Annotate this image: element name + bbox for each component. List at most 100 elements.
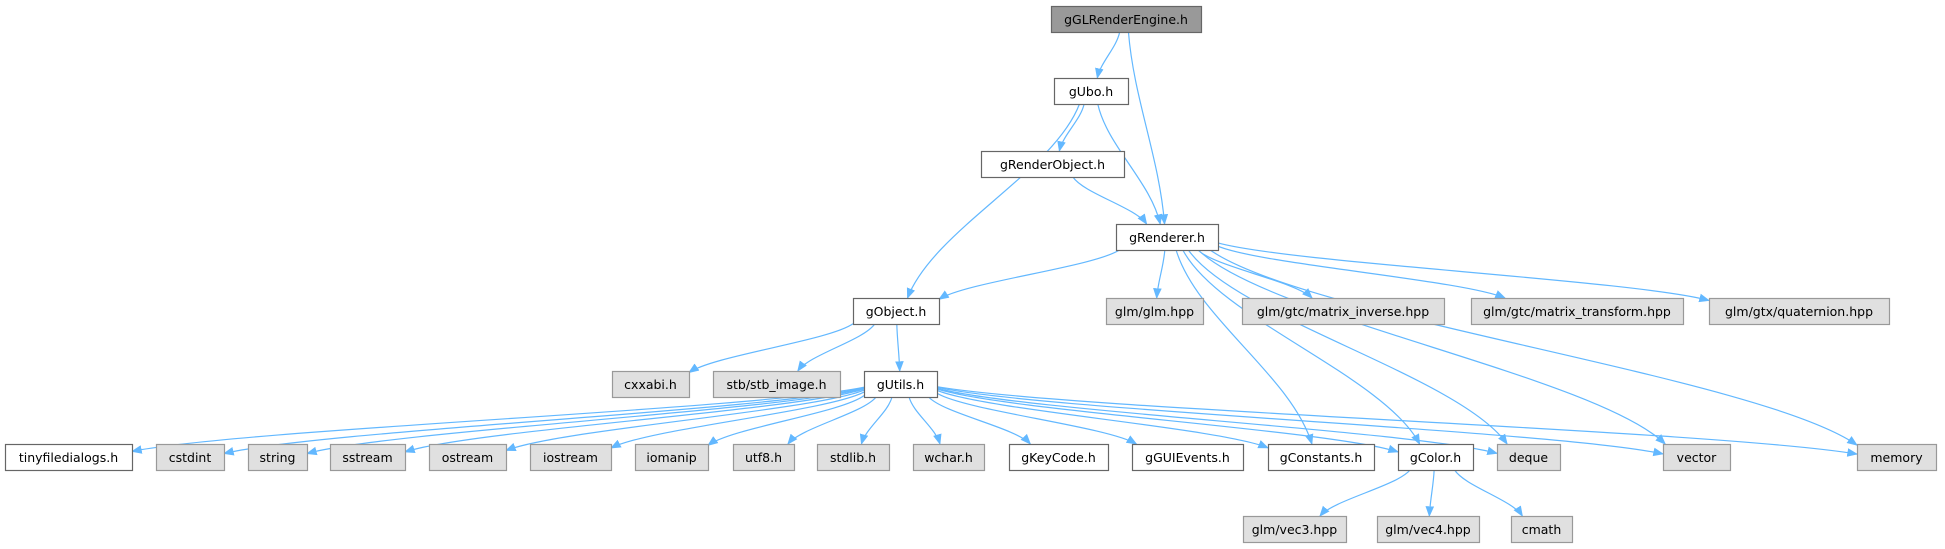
node-label: utf8.h bbox=[745, 450, 782, 465]
edge-gutils-to-gguievents bbox=[936, 392, 1138, 445]
node-box bbox=[1510, 515, 1574, 544]
node-box bbox=[634, 443, 710, 472]
edge-grenderer-to-quaternion bbox=[1217, 242, 1711, 303]
edge-grenderobject-to-grenderer bbox=[1072, 176, 1148, 225]
edge-gutils-to-ostream bbox=[504, 389, 865, 452]
edge-grenderer-to-deque bbox=[1187, 249, 1508, 445]
node-memory[interactable]: memory bbox=[1856, 443, 1938, 472]
node-vec4[interactable]: glm/vec4.hpp bbox=[1376, 515, 1481, 544]
node-box bbox=[1267, 443, 1376, 472]
node-box bbox=[1050, 5, 1203, 34]
node-label: glm/vec3.hpp bbox=[1252, 522, 1338, 537]
node-label: glm/gtc/matrix_inverse.hpp bbox=[1257, 304, 1429, 319]
node-box bbox=[1496, 443, 1562, 472]
node-iomanip[interactable]: iomanip bbox=[634, 443, 710, 472]
node-sstream[interactable]: sstream bbox=[329, 443, 407, 472]
node-deque[interactable]: deque bbox=[1496, 443, 1562, 472]
edges-layer bbox=[130, 31, 1859, 518]
node-iostream[interactable]: iostream bbox=[529, 443, 613, 472]
node-label: gUbo.h bbox=[1069, 84, 1113, 99]
node-box bbox=[247, 443, 309, 472]
node-box bbox=[529, 443, 613, 472]
node-gcolor[interactable]: gColor.h bbox=[1397, 443, 1475, 472]
node-label: gUtils.h bbox=[877, 377, 924, 392]
node-label: wchar.h bbox=[924, 450, 973, 465]
node-label: gColor.h bbox=[1410, 450, 1461, 465]
node-label: gRenderer.h bbox=[1129, 230, 1205, 245]
node-box bbox=[1242, 515, 1348, 544]
node-inverse[interactable]: glm/gtc/matrix_inverse.hpp bbox=[1241, 297, 1446, 326]
node-label: glm/gtx/quaternion.hpp bbox=[1725, 304, 1873, 319]
edge-grenderer-to-memory bbox=[1209, 249, 1858, 446]
node-box bbox=[1008, 443, 1110, 472]
node-label: iostream bbox=[543, 450, 598, 465]
node-label: ostream bbox=[442, 450, 493, 465]
edge-grenderer-to-gobject bbox=[938, 249, 1120, 300]
node-label: stb/stb_image.h bbox=[727, 377, 827, 392]
node-box bbox=[712, 370, 842, 399]
edge-gobject-to-stb bbox=[797, 323, 876, 372]
node-gguievents[interactable]: gGUIEvents.h bbox=[1131, 443, 1245, 472]
node-gutils[interactable]: gUtils.h bbox=[863, 370, 939, 399]
nodes-layer: gGLRenderEngine.h gUbo.h gRenderObject.h gR… bbox=[4, 5, 1938, 544]
node-box bbox=[1131, 443, 1245, 472]
node-gubo[interactable]: gUbo.h bbox=[1053, 77, 1130, 106]
edge-gutils-to-gconstants bbox=[936, 389, 1270, 449]
edge-grenderer-to-inverse bbox=[1197, 249, 1313, 299]
node-label: gRenderObject.h bbox=[1000, 157, 1105, 172]
node-label: tinyfiledialogs.h bbox=[19, 450, 118, 465]
node-box bbox=[329, 443, 407, 472]
edge-gglrenderengine-to-grenderer bbox=[1127, 31, 1169, 226]
node-label: cxxabi.h bbox=[624, 377, 677, 392]
node-grenderobject[interactable]: gRenderObject.h bbox=[980, 150, 1126, 179]
node-string[interactable]: string bbox=[247, 443, 309, 472]
node-label: glm/vec4.hpp bbox=[1385, 522, 1471, 537]
node-label: gGLRenderEngine.h bbox=[1064, 12, 1188, 27]
node-cstdint[interactable]: cstdint bbox=[155, 443, 226, 472]
node-box bbox=[1708, 297, 1891, 326]
edge-gcolor-to-vec3 bbox=[1319, 469, 1411, 517]
node-cxxabi[interactable]: cxxabi.h bbox=[611, 370, 691, 399]
node-gobject[interactable]: gObject.h bbox=[852, 297, 941, 326]
node-transform[interactable]: glm/gtc/matrix_transform.hpp bbox=[1470, 297, 1685, 326]
node-gconstants[interactable]: gConstants.h bbox=[1267, 443, 1376, 472]
node-box bbox=[1397, 443, 1475, 472]
node-stb[interactable]: stb/stb_image.h bbox=[712, 370, 842, 399]
edge-gobject-to-cxxabi bbox=[688, 323, 854, 374]
node-box bbox=[732, 443, 796, 472]
edge-gutils-to-wchar bbox=[908, 396, 942, 446]
edge-gcolor-to-vec4 bbox=[1425, 469, 1435, 518]
edge-gutils-to-vector bbox=[936, 386, 1665, 457]
node-label: glm/gtc/matrix_transform.hpp bbox=[1483, 304, 1671, 319]
node-box bbox=[863, 370, 939, 399]
node-stdlib[interactable]: stdlib.h bbox=[816, 443, 891, 472]
node-vector[interactable]: vector bbox=[1662, 443, 1732, 472]
edge-gutils-to-memory bbox=[936, 386, 1859, 457]
node-quaternion[interactable]: glm/gtx/quaternion.hpp bbox=[1708, 297, 1891, 326]
node-box bbox=[611, 370, 691, 399]
edge-gcolor-to-cmath bbox=[1454, 469, 1523, 517]
node-cmath[interactable]: cmath bbox=[1510, 515, 1574, 544]
node-box bbox=[1053, 77, 1130, 106]
node-ostream[interactable]: ostream bbox=[428, 443, 508, 472]
node-tinyfiledialogs[interactable]: tinyfiledialogs.h bbox=[4, 443, 134, 472]
node-label: vector bbox=[1677, 450, 1718, 465]
edge-gutils-to-iostream bbox=[610, 391, 865, 449]
edge-grenderer-to-gcolor bbox=[1182, 249, 1421, 445]
node-wchar[interactable]: wchar.h bbox=[912, 443, 986, 472]
node-box bbox=[1470, 297, 1685, 326]
node-grenderer[interactable]: gRenderer.h bbox=[1115, 223, 1220, 252]
edge-gobject-to-gutils bbox=[895, 323, 904, 373]
node-vec3[interactable]: glm/vec3.hpp bbox=[1242, 515, 1348, 544]
node-label: gObject.h bbox=[866, 304, 927, 319]
node-box bbox=[155, 443, 226, 472]
node-gkeycode[interactable]: gKeyCode.h bbox=[1008, 443, 1110, 472]
node-box bbox=[980, 150, 1126, 179]
node-utf8[interactable]: utf8.h bbox=[732, 443, 796, 472]
node-glm[interactable]: glm/glm.hpp bbox=[1105, 297, 1205, 326]
node-gglrenderengine[interactable]: gGLRenderEngine.h bbox=[1050, 5, 1203, 34]
node-label: memory bbox=[1870, 450, 1923, 465]
edge-grenderer-to-transform bbox=[1217, 245, 1506, 299]
edge-gutils-to-iomanip bbox=[707, 395, 865, 447]
